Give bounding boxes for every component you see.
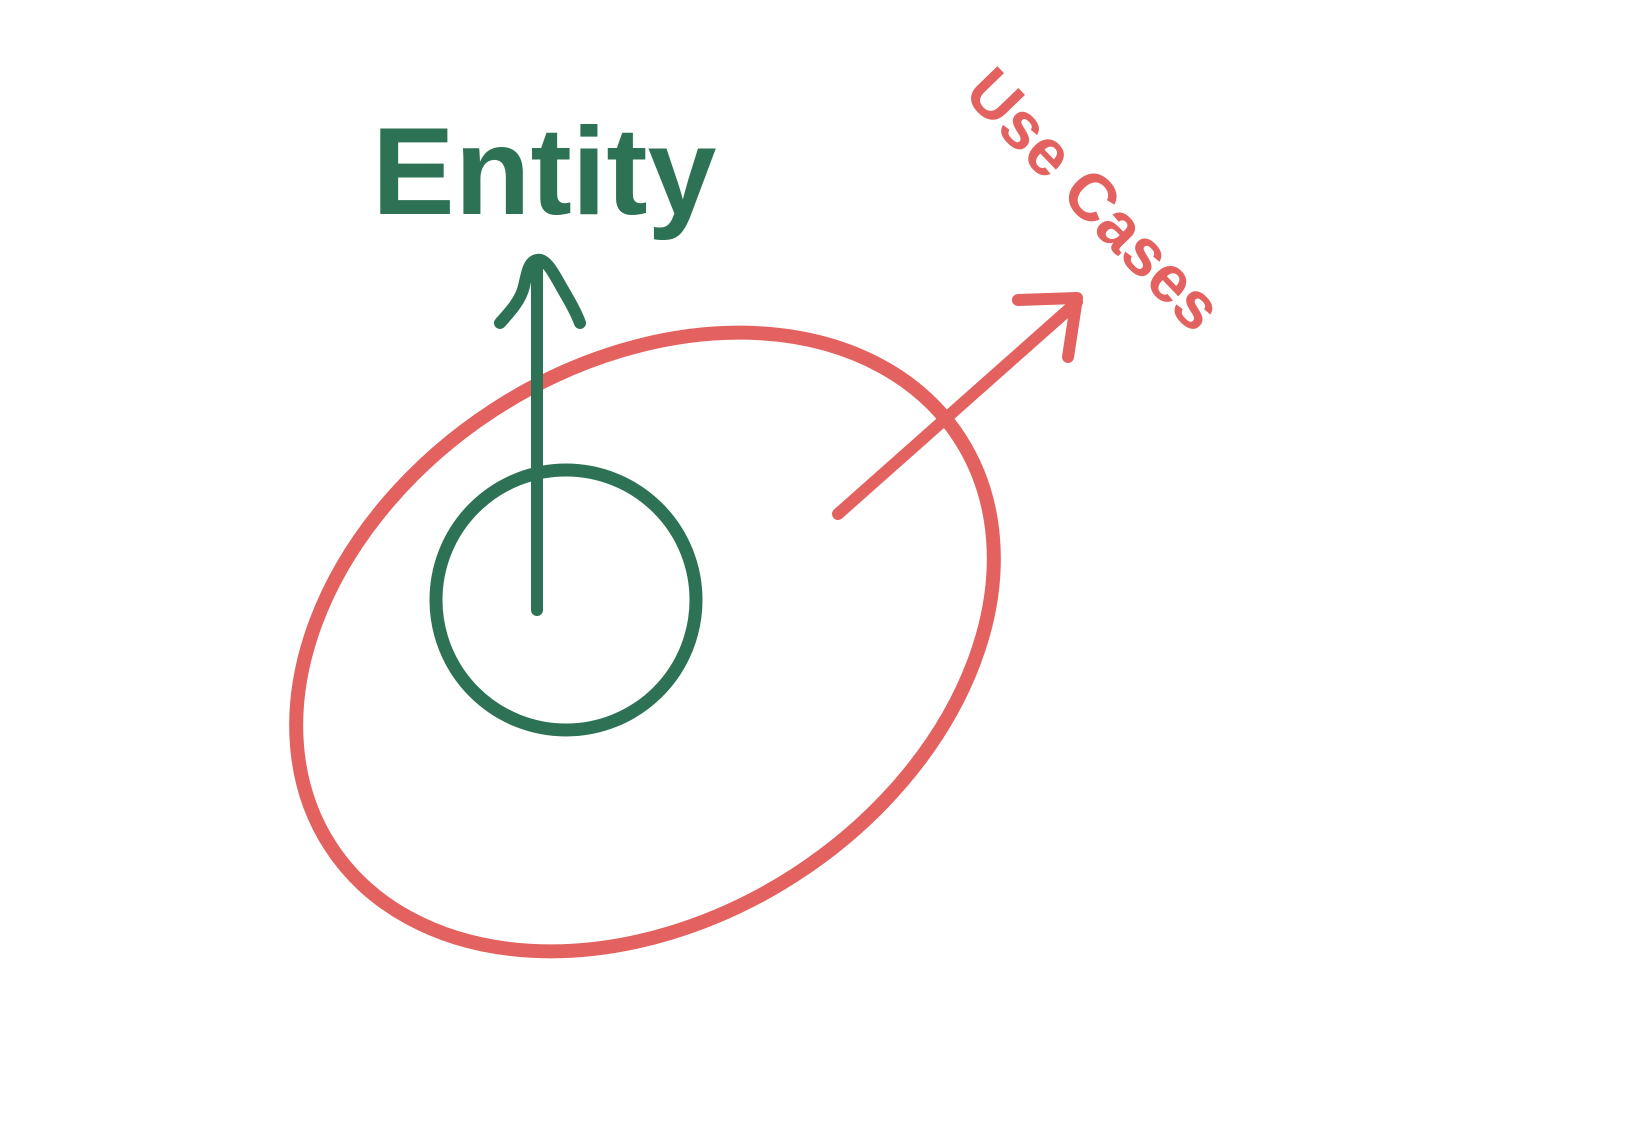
entity-arrow-head	[494, 253, 586, 329]
use-cases-arrow	[832, 292, 1083, 520]
entity-circle	[429, 463, 703, 737]
use-cases-arrow-head	[1012, 292, 1083, 363]
entity-arrow	[494, 253, 586, 616]
entity-label: Entity	[372, 103, 716, 241]
use-cases-arrow-shaft	[832, 296, 1083, 520]
use-cases-label: Use Cases	[952, 53, 1237, 345]
use-cases-ellipse	[289, 325, 1001, 959]
